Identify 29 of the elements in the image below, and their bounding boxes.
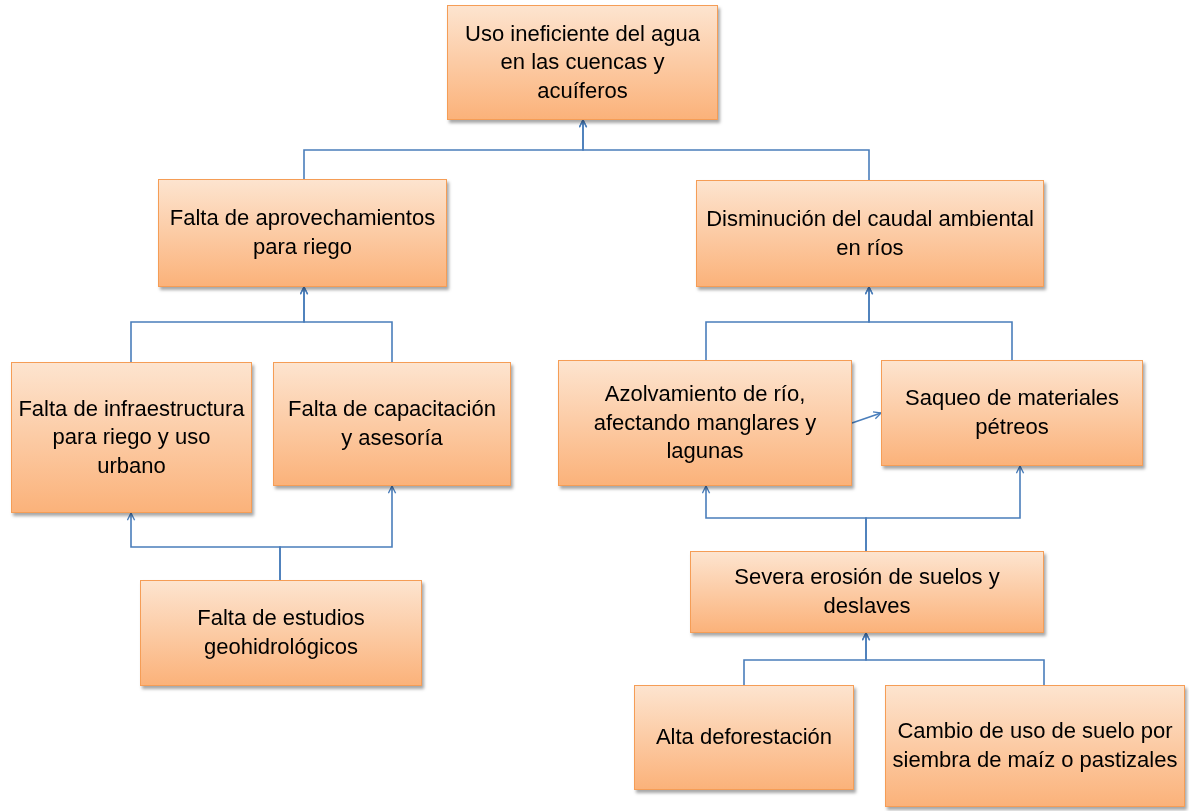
process-box [158, 179, 447, 287]
box-text: Falta de capacitación y asesoría [287, 395, 497, 452]
box-text: Uso ineficiente del agua en las cuencas y acuíferos [464, 19, 701, 105]
process-box [273, 362, 511, 486]
arrow [865, 465, 1025, 552]
process-box [140, 580, 422, 686]
process-box [696, 180, 1044, 287]
box-text: Falta de infraestructura para riego y uso urbano [18, 394, 245, 480]
arrow [864, 286, 1013, 361]
process-box [447, 5, 718, 120]
box-text: Cambio de uso de suelo por siembra de maíz o pastizales [892, 717, 1178, 774]
arrow [299, 286, 393, 363]
box-text: Severa erosión de suelos y deslaves [733, 563, 1001, 620]
process-box [885, 685, 1185, 807]
arrow [851, 411, 882, 424]
box-text: Disminución del caudal ambiental en ríos [705, 204, 1035, 262]
process-box [690, 551, 1044, 633]
box-text: Alta deforestación [655, 723, 833, 752]
process-box [11, 362, 252, 513]
process-box [634, 685, 854, 790]
box-text: Falta de estudios geohidrológicos [196, 604, 366, 661]
box-text: Saqueo de materiales pétreos [904, 384, 1120, 441]
process-box [558, 360, 852, 486]
box-text: Falta de aprovechamientos para riego [168, 204, 437, 261]
process-box [881, 360, 1143, 466]
arrow [861, 632, 1045, 686]
arrow [279, 485, 397, 581]
box-text: Azolvamiento de río, afectando manglares y lagunas [592, 380, 818, 466]
arrow [578, 119, 870, 181]
